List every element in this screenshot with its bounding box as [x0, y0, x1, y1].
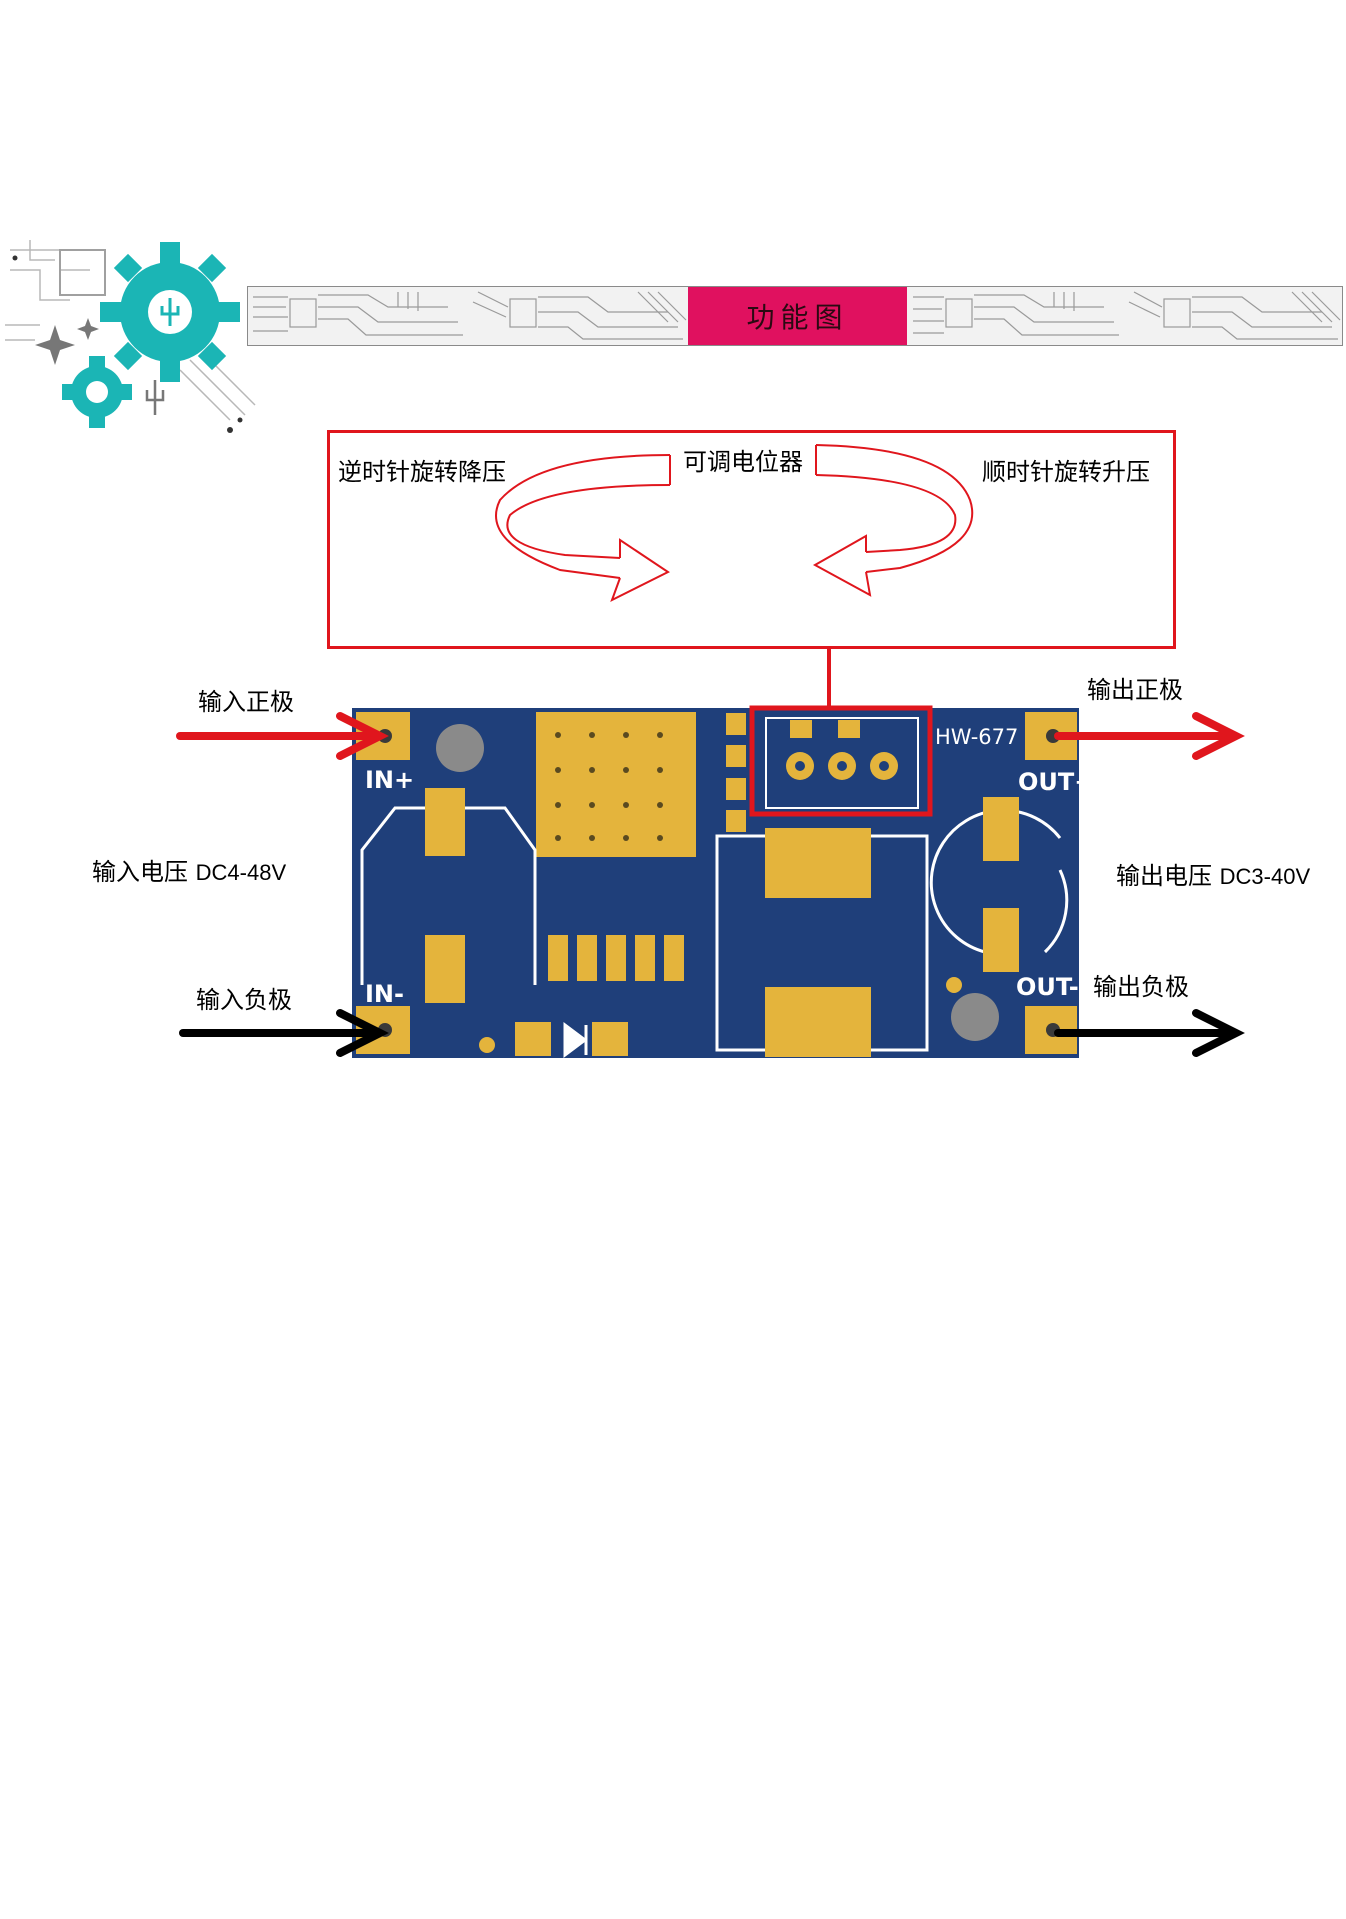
- silk-model: HW-677: [935, 725, 1018, 749]
- output-negative-arrow-icon: [1054, 1009, 1245, 1057]
- input-negative-label: 输入负极: [196, 986, 292, 1014]
- ic-pad: [536, 712, 696, 857]
- output-positive-arrow-icon: [1054, 712, 1245, 760]
- input-voltage-label: 输入电压 DC4-48V: [92, 860, 286, 884]
- input-voltage-value: DC4-48V: [195, 860, 287, 885]
- output-voltage-label: 输出电压 DC3-40V: [1116, 864, 1310, 888]
- output-voltage-value: DC3-40V: [1219, 864, 1311, 889]
- input-positive-arrow-icon: [176, 712, 389, 760]
- silk-in-minus: IN-: [365, 980, 404, 1008]
- output-voltage-text: 输出电压: [1116, 862, 1212, 890]
- gear-logo-icon: [5, 240, 256, 433]
- input-positive-label: 输入正极: [198, 688, 294, 716]
- adjustment-diagram-box: [327, 430, 1176, 649]
- title-banner: 功能图: [247, 286, 1343, 346]
- potentiometer-label: 可调电位器: [683, 448, 803, 476]
- silk-in-plus: IN+: [365, 766, 414, 794]
- silk-out-plus: OUT+: [1018, 768, 1094, 796]
- mount-hole: [436, 724, 484, 772]
- mount-hole: [951, 993, 999, 1041]
- cw-label: 顺时针旋转升压: [982, 458, 1150, 486]
- input-voltage-text: 输入电压: [92, 858, 188, 886]
- circuit-pattern-left: [253, 291, 687, 340]
- cw-arrow-icon: [812, 444, 974, 597]
- output-positive-label: 输出正极: [1087, 676, 1183, 704]
- potentiometer-highlight: [749, 705, 933, 817]
- circuit-pattern-right: [913, 291, 1341, 340]
- ccw-label: 逆时针旋转降压: [338, 458, 506, 486]
- banner-title: 功能图: [688, 287, 907, 345]
- silk-out-minus: OUT-: [1016, 973, 1079, 1001]
- ccw-arrow-icon: [495, 454, 671, 603]
- input-negative-arrow-icon: [179, 1009, 389, 1057]
- output-negative-label: 输出负极: [1093, 973, 1189, 1001]
